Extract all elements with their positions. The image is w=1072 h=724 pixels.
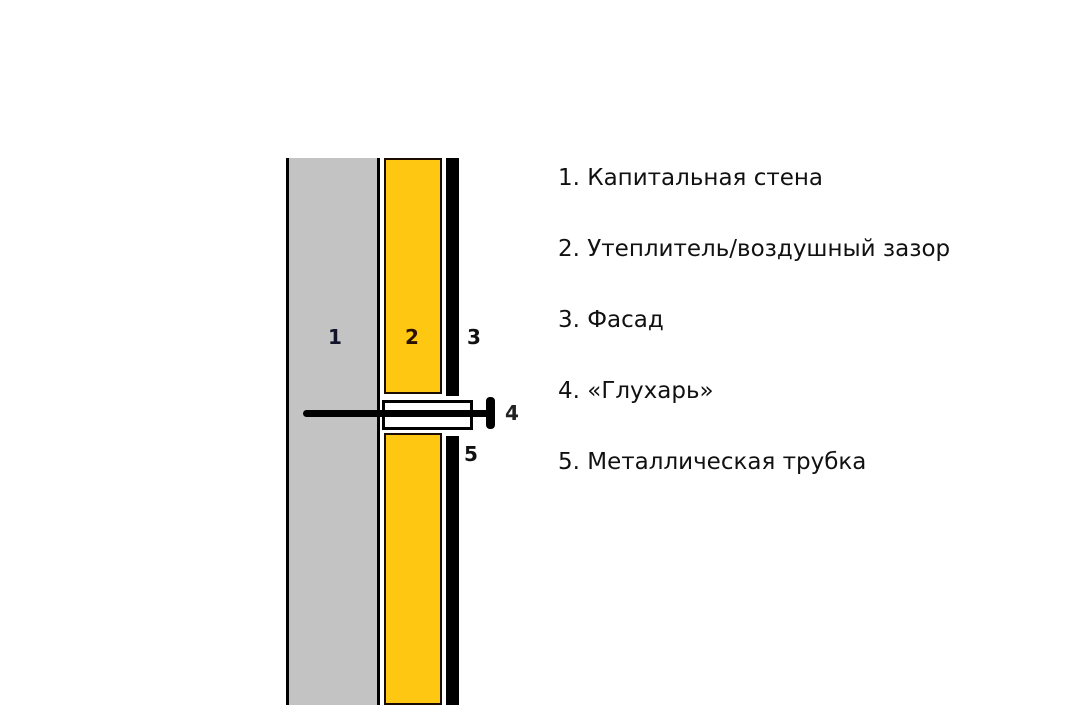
legend-item-capital-wall: 1. Капитальная стена xyxy=(558,165,824,191)
capital-wall xyxy=(286,158,380,705)
insulation-lower xyxy=(384,433,442,705)
facade-lower xyxy=(446,436,459,705)
callout-2: 2 xyxy=(405,325,419,349)
legend-item-insulation: 2. Утеплитель/воздушный зазор xyxy=(558,236,951,262)
legend-item-facade: 3. Фасад xyxy=(558,307,664,333)
legend-item-lag-screw: 4. «Глухарь» xyxy=(558,378,714,404)
lag-screw-head xyxy=(486,397,495,429)
callout-1: 1 xyxy=(328,325,342,349)
insulation-upper xyxy=(384,158,442,394)
callout-5: 5 xyxy=(464,442,478,466)
callout-4: 4 xyxy=(505,401,519,425)
legend: 1. Капитальная стена 2. Утеплитель/возду… xyxy=(558,160,950,515)
legend-item-metal-tube: 5. Металлическая трубка xyxy=(558,449,867,475)
facade-upper xyxy=(446,158,459,396)
callout-3: 3 xyxy=(467,325,481,349)
lag-screw-shaft xyxy=(303,410,489,417)
